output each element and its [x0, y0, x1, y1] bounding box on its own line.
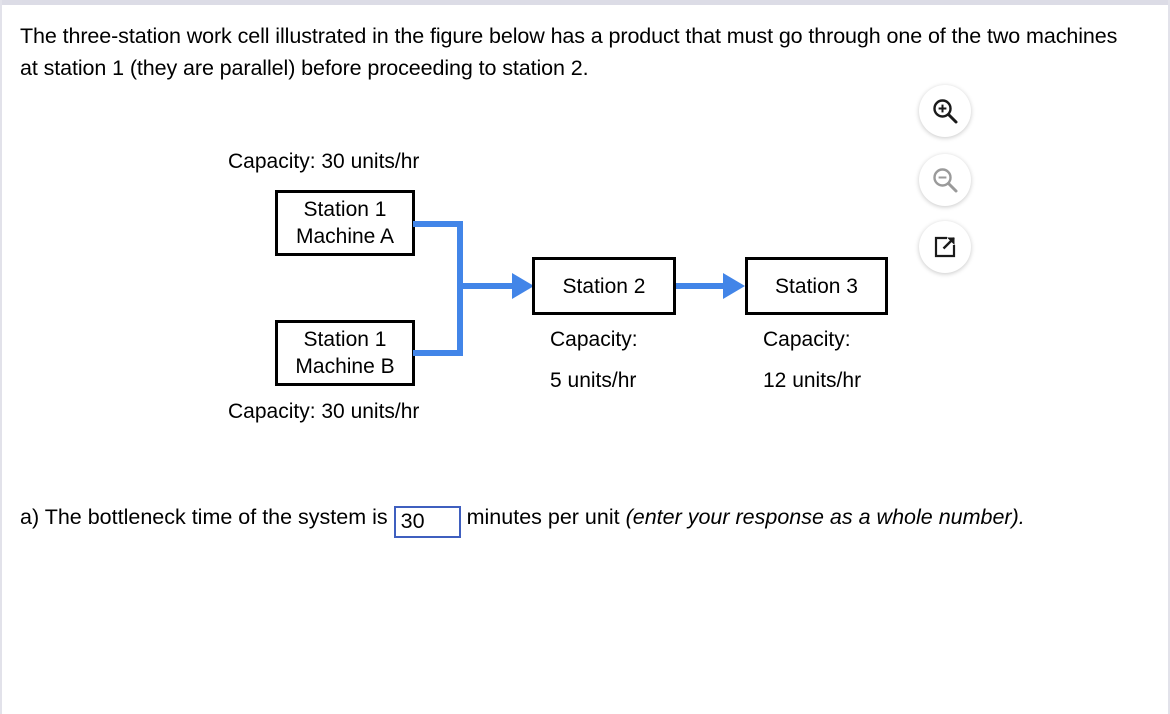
- node-station3: Station 3: [745, 257, 888, 315]
- answer-statement: a) The bottleneck time of the system is …: [20, 498, 1120, 538]
- question-prompt: The three-station work cell illustrated …: [20, 24, 1118, 80]
- zoom-in-icon: [933, 99, 958, 124]
- answer-suffix: minutes per unit: [466, 505, 620, 529]
- station3-capacity-line1: Capacity:: [763, 328, 851, 351]
- zoom-out-icon: [933, 168, 958, 193]
- connector-machine-b-stub: [413, 350, 463, 356]
- connector-merge-to-station2-shaft: [457, 283, 515, 289]
- open-in-new-window-icon: [934, 236, 956, 258]
- connector-station2-to-station3-shaft: [676, 283, 726, 289]
- node-station2: Station 2: [532, 257, 676, 315]
- bottleneck-time-input[interactable]: [393, 506, 461, 538]
- node-station1-machine-b: Station 1 Machine B: [275, 320, 415, 386]
- node-station1-machine-a-line2: Machine A: [295, 225, 395, 248]
- node-station1-machine-a: Station 1 Machine A: [275, 190, 415, 256]
- machine-a-capacity-label: Capacity: 30 units/hr: [228, 150, 420, 173]
- node-station1-machine-a-line1: Station 1: [303, 198, 387, 221]
- node-station1-machine-b-line1: Station 1: [303, 328, 387, 351]
- answer-hint: (enter your response as a whole number).: [625, 505, 1025, 529]
- station2-capacity-line2: 5 units/hr: [550, 369, 637, 392]
- top-chrome-strip: [0, 0, 1170, 5]
- open-in-new-window-button[interactable]: [919, 221, 971, 273]
- left-chrome-strip: [0, 0, 2, 714]
- station3-capacity-line2: 12 units/hr: [763, 369, 862, 392]
- connector-machine-a-stub: [413, 221, 463, 227]
- node-station1-machine-b-line2: Machine B: [295, 355, 395, 378]
- machine-b-capacity-label: Capacity: 30 units/hr: [228, 400, 420, 423]
- node-station3-title: Station 3: [775, 274, 858, 298]
- zoom-in-button[interactable]: [919, 85, 971, 137]
- right-chrome-strip: [1168, 0, 1170, 714]
- station2-capacity-line1: Capacity:: [550, 328, 638, 351]
- arrow-head-into-station2: [512, 273, 534, 299]
- answer-prefix: a) The bottleneck time of the system is: [20, 505, 388, 529]
- node-station2-title: Station 2: [562, 274, 646, 298]
- zoom-out-button[interactable]: [919, 154, 971, 206]
- work-cell-diagram: Capacity: 30 units/hr Station 1 Machine …: [0, 130, 1000, 450]
- arrow-head-into-station3: [723, 273, 745, 299]
